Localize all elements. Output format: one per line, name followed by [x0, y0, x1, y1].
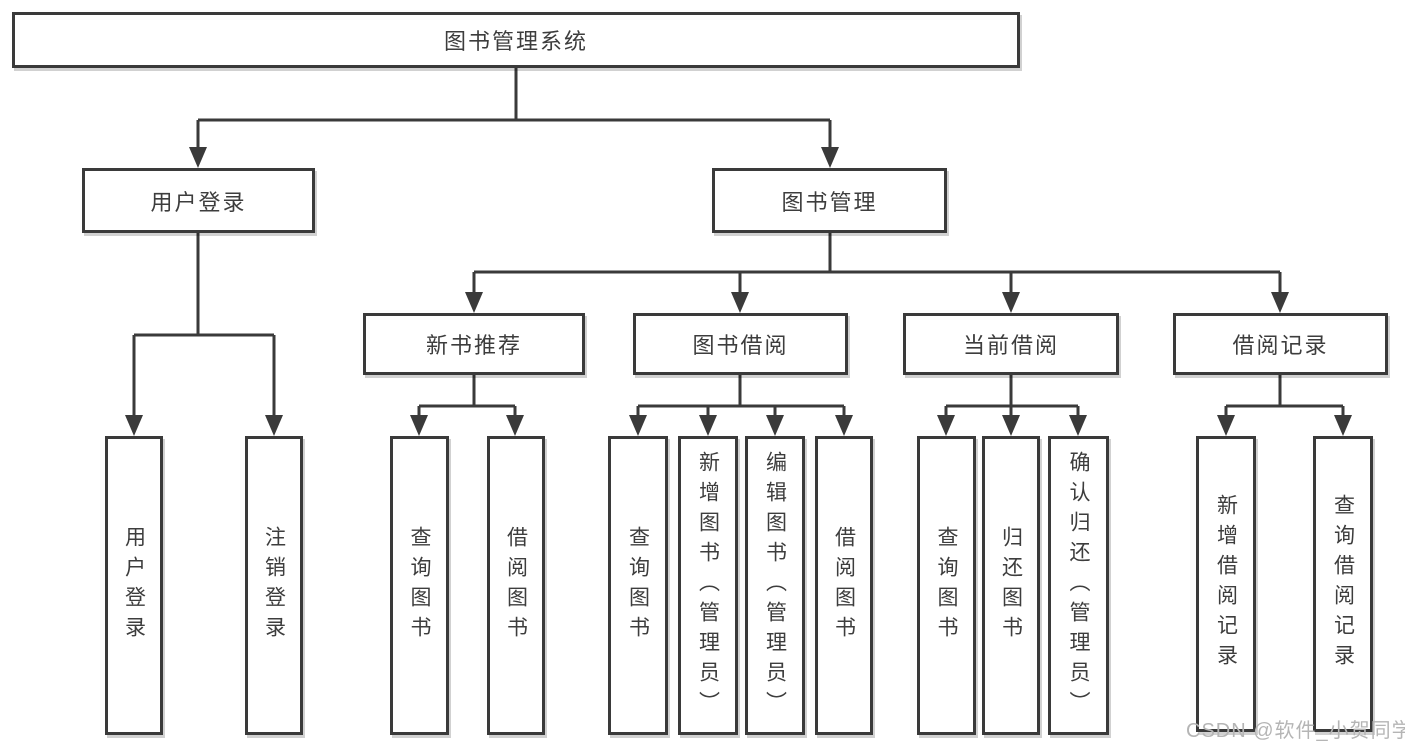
node-label: 新增借阅记录 [1214, 494, 1238, 674]
node-label: 新增图书（管理员） [696, 450, 720, 721]
leaf-recommend-borrow-books: 借阅图书 [487, 436, 545, 735]
leaf-recommend-query-books: 查询图书 [390, 436, 449, 735]
leaf-current-query-books: 查询图书 [917, 436, 976, 735]
leaf-borrow-query-books: 查询图书 [608, 436, 668, 735]
leaf-borrow-borrow-books: 借阅图书 [815, 436, 873, 735]
leaf-current-return-books: 归还图书 [982, 436, 1040, 735]
node-label: 用户登录 [122, 525, 146, 646]
node-borrowing-records: 借阅记录 [1173, 313, 1388, 375]
node-label: 查询图书 [408, 525, 431, 646]
node-label: 归还图书 [999, 525, 1023, 646]
leaf-borrow-edit-books-admin: 编辑图书（管理员） [745, 436, 805, 735]
leaf-current-confirm-return-admin: 确认归还（管理员） [1048, 436, 1109, 735]
node-new-book-recommendation: 新书推荐 [363, 313, 585, 375]
node-user-login: 用户登录 [82, 168, 315, 233]
node-label: 查询图书 [626, 525, 650, 646]
node-book-management: 图书管理 [712, 168, 947, 233]
watermark: CSDN @软件_小贺同学 [1186, 720, 1405, 742]
leaf-user-login: 用户登录 [105, 436, 163, 735]
arrowheads [125, 147, 1352, 436]
node-root-library-system: 图书管理系统 [12, 12, 1020, 68]
node-label: 查询图书 [935, 525, 958, 646]
node-label: 查询借阅记录 [1331, 494, 1355, 674]
node-label: 图书管理 [781, 189, 878, 215]
leaf-records-add-record: 新增借阅记录 [1196, 436, 1256, 732]
node-label: 当前借阅 [962, 333, 1059, 358]
node-label: 用户登录 [150, 189, 247, 215]
node-book-borrowing: 图书借阅 [633, 313, 848, 375]
node-label: 借阅图书 [504, 525, 528, 646]
node-label: 图书借阅 [692, 333, 789, 358]
leaf-borrow-add-books-admin: 新增图书（管理员） [678, 436, 738, 735]
node-label: 借阅记录 [1232, 333, 1329, 358]
leaf-logout: 注销登录 [245, 436, 303, 735]
leaf-records-query-record: 查询借阅记录 [1313, 436, 1373, 732]
node-label: 借阅图书 [832, 525, 856, 646]
node-label: 确认归还（管理员） [1067, 450, 1090, 721]
node-current-borrowing: 当前借阅 [903, 313, 1119, 375]
node-label: 注销登录 [262, 525, 286, 646]
node-label: 编辑图书（管理员） [763, 450, 787, 721]
node-label: 图书管理系统 [443, 29, 588, 54]
node-label: 新书推荐 [425, 333, 522, 358]
